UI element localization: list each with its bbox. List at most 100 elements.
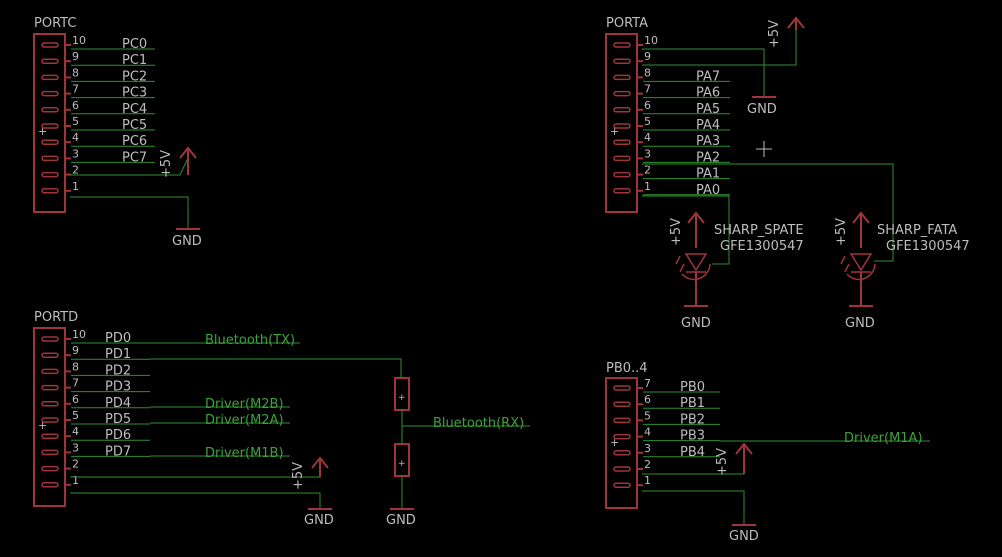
resistor-origin-icon: + (398, 459, 406, 469)
pin-slot (41, 368, 59, 375)
supply-5v-symbol: +5V (767, 16, 805, 48)
pin-slot (613, 188, 631, 194)
net-label: PA6 (696, 86, 720, 101)
sensor-name: SHARP_SPATE (714, 223, 804, 238)
pin-number: 4 (644, 131, 651, 144)
cursor-crosshair-icon (756, 141, 772, 157)
origin-cross-icon: + (610, 125, 619, 138)
pin-slot (613, 90, 631, 97)
pin-slot (41, 188, 59, 194)
header-body (605, 33, 638, 213)
supply-5v-symbol: +5V (715, 442, 753, 476)
net-label: PA5 (696, 102, 720, 117)
net-label: PA7 (696, 69, 720, 84)
net-label: PA4 (696, 118, 720, 133)
pin-number: 5 (72, 409, 79, 422)
net-label: PB3 (680, 429, 705, 444)
ground-label: GND (845, 316, 875, 331)
header-body (33, 33, 66, 213)
header-body (33, 327, 66, 507)
pin-slot (613, 433, 631, 440)
pin-slot (41, 42, 59, 48)
pin-slot (41, 171, 59, 178)
pin-slot (41, 336, 59, 342)
pin-slot (613, 155, 631, 162)
pin-slot (41, 433, 59, 439)
pin-number: 8 (644, 66, 651, 79)
ground-symbol: GND (729, 524, 759, 544)
ground-symbol: GND (386, 508, 416, 528)
pin-slot (613, 466, 631, 472)
net-label: PC4 (122, 102, 147, 117)
pin-slot (41, 123, 59, 129)
ground-label: GND (304, 513, 334, 528)
net-label: PC0 (122, 37, 147, 52)
pin-number: 5 (72, 115, 79, 128)
pin-slot (41, 384, 59, 391)
pin-number: 7 (644, 83, 651, 96)
pin-number: 4 (644, 426, 651, 439)
pin-number: 6 (72, 99, 79, 112)
net-label: PC6 (122, 134, 147, 149)
pin-number: 2 (644, 164, 651, 177)
supply-label: +5V (159, 150, 174, 178)
pin-slot (613, 107, 631, 113)
sensor-value: GFE1300547 (720, 239, 804, 254)
pin-number: 2 (72, 164, 79, 177)
pin-slot (41, 90, 59, 97)
pin-slot (613, 123, 631, 129)
pin-number: 10 (72, 328, 86, 341)
pin-number: 1 (72, 180, 79, 193)
sensor-value: GFE1300547 (886, 239, 970, 254)
pin-slot (613, 42, 631, 48)
net-label-bluetooth-tx: Bluetooth(TX) (205, 333, 295, 348)
ground-label: GND (172, 234, 202, 249)
net-label: PD3 (105, 380, 131, 395)
net-label: PC2 (122, 69, 147, 84)
sensor-sharp-spate[interactable]: SHARP_SPATE GFE1300547 +5V GND (669, 211, 804, 331)
voltage-divider[interactable]: + Bluetooth(RX) + GND (386, 377, 530, 528)
net-label: PD5 (105, 412, 131, 427)
net-label-driver-m1b: Driver(M1B) (205, 446, 284, 461)
net-label-bluetooth-rx: Bluetooth(RX) (433, 416, 524, 431)
origin-cross-icon: + (38, 125, 47, 138)
pin-number: 3 (72, 441, 79, 454)
net-label: PA0 (696, 183, 720, 198)
pin-number: 9 (72, 50, 79, 63)
pin-number: 3 (72, 147, 79, 160)
supply-label: +5V (834, 218, 849, 246)
pin-slot (41, 449, 59, 456)
pin-slot (41, 74, 59, 81)
pin-number: 7 (644, 377, 651, 390)
led-icon (840, 253, 876, 281)
supply-label: +5V (767, 20, 782, 48)
pin-slot (41, 401, 59, 407)
pin-slot (613, 482, 631, 488)
sensor-sharp-fata[interactable]: SHARP_FATA GFE1300547 +5V GND (834, 211, 970, 331)
ground-label: GND (729, 529, 759, 544)
pin-number: 3 (644, 442, 651, 455)
pin-number: 10 (644, 34, 658, 47)
pin-number: 9 (644, 50, 651, 63)
supply-5v-symbol: +5V (159, 146, 197, 178)
header-body (605, 377, 638, 509)
pin-slot (613, 58, 631, 64)
pin-slot (41, 107, 59, 113)
net-label: PB0 (680, 380, 705, 395)
connector-title: PORTA (606, 16, 648, 31)
pin-number: 6 (644, 393, 651, 406)
origin-cross-icon: + (610, 436, 619, 449)
pin-number: 1 (644, 180, 651, 193)
pin-number: 9 (72, 344, 79, 357)
net-label: PC7 (122, 150, 147, 165)
net-label-driver-m2a: Driver(M2A) (205, 413, 284, 428)
pin-slot (613, 385, 631, 391)
